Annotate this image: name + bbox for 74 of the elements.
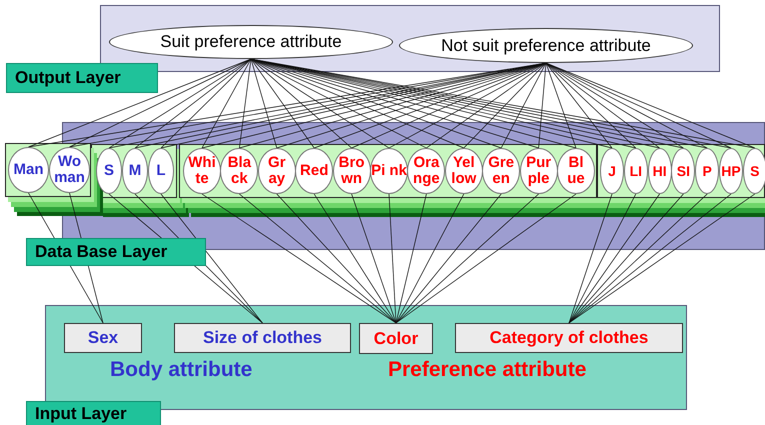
connector-line bbox=[69, 192, 104, 324]
connector-line bbox=[388, 62, 546, 148]
connector-line bbox=[396, 194, 464, 324]
connector-line bbox=[351, 194, 396, 324]
attribute-box: Sex bbox=[64, 323, 142, 353]
connector-line bbox=[276, 194, 396, 324]
connector-line bbox=[108, 194, 263, 324]
connector-line bbox=[134, 58, 252, 148]
connector-line bbox=[396, 194, 427, 324]
attribute-circle: HI bbox=[648, 148, 672, 194]
connector-line bbox=[108, 58, 252, 148]
attribute-circle: Red bbox=[295, 148, 334, 194]
connector-line bbox=[568, 194, 684, 324]
connector-line bbox=[239, 58, 252, 148]
connector-line bbox=[134, 194, 263, 324]
connector-line bbox=[388, 194, 396, 324]
connector-line bbox=[239, 194, 396, 324]
attribute-circle: HP bbox=[719, 148, 743, 194]
connector-line bbox=[250, 58, 390, 148]
connector-line bbox=[396, 194, 576, 324]
connector-line bbox=[426, 62, 546, 148]
attribute-circle: M bbox=[122, 148, 148, 194]
attribute-circle: SI bbox=[671, 148, 696, 194]
connector-line bbox=[546, 62, 612, 148]
connector-line bbox=[250, 58, 278, 148]
attribute-circle: Man bbox=[8, 147, 49, 193]
group-label: Preference attribute bbox=[388, 358, 586, 382]
connector-line bbox=[250, 58, 352, 148]
connector-line bbox=[568, 194, 636, 324]
connector-line bbox=[202, 58, 252, 148]
layer-label: Data Base Layer bbox=[26, 238, 206, 266]
connector-line bbox=[69, 58, 252, 148]
attribute-circle: Gre en bbox=[482, 148, 520, 194]
connector-line bbox=[463, 62, 546, 148]
connector-line bbox=[250, 58, 315, 148]
connector-line bbox=[538, 62, 546, 148]
connector-line bbox=[500, 62, 546, 148]
layer-label: Input Layer bbox=[26, 401, 161, 425]
connector-line bbox=[160, 58, 252, 148]
output-ellipse: Suit preference attribute bbox=[109, 25, 393, 59]
attribute-circle: Bla ck bbox=[220, 148, 258, 194]
attribute-circle: S bbox=[742, 148, 765, 194]
attribute-circle: Bl ue bbox=[557, 148, 595, 194]
connector-line bbox=[546, 62, 636, 148]
group-label: Body attribute bbox=[110, 358, 252, 382]
attribute-circle: Gr ay bbox=[258, 148, 296, 194]
connector-line bbox=[28, 192, 104, 324]
attribute-circle: Bro wn bbox=[332, 148, 371, 194]
attribute-circle: L bbox=[148, 148, 174, 194]
connector-line bbox=[160, 194, 263, 324]
attribute-circle: J bbox=[600, 148, 624, 194]
attribute-box: Category of clothes bbox=[455, 323, 683, 353]
connector-line bbox=[396, 194, 539, 324]
attribute-circle: Pur ple bbox=[520, 148, 558, 194]
layer-label: Output Layer bbox=[6, 63, 158, 93]
attribute-circle: Ora nge bbox=[407, 148, 446, 194]
attribute-circle: LI bbox=[624, 148, 648, 194]
connector-line bbox=[568, 194, 660, 324]
attribute-circle: Wo man bbox=[49, 147, 90, 193]
connector-line bbox=[202, 194, 396, 324]
connector-line bbox=[314, 194, 396, 324]
connector-line bbox=[546, 62, 576, 148]
attribute-circle: Whi te bbox=[183, 148, 221, 194]
connector-line bbox=[546, 62, 660, 148]
attribute-box: Color bbox=[359, 323, 433, 354]
connector-line bbox=[28, 58, 252, 148]
attribute-circle: P bbox=[695, 148, 720, 194]
attribute-circle: Pi nk bbox=[370, 148, 408, 194]
attribute-circle: S bbox=[96, 148, 122, 194]
connector-line bbox=[568, 194, 612, 324]
connector-line bbox=[396, 194, 502, 324]
attribute-circle: Yel low bbox=[444, 148, 483, 194]
attribute-box: Size of clothes bbox=[174, 323, 351, 353]
output-ellipse: Not suit preference attribute bbox=[399, 28, 693, 63]
